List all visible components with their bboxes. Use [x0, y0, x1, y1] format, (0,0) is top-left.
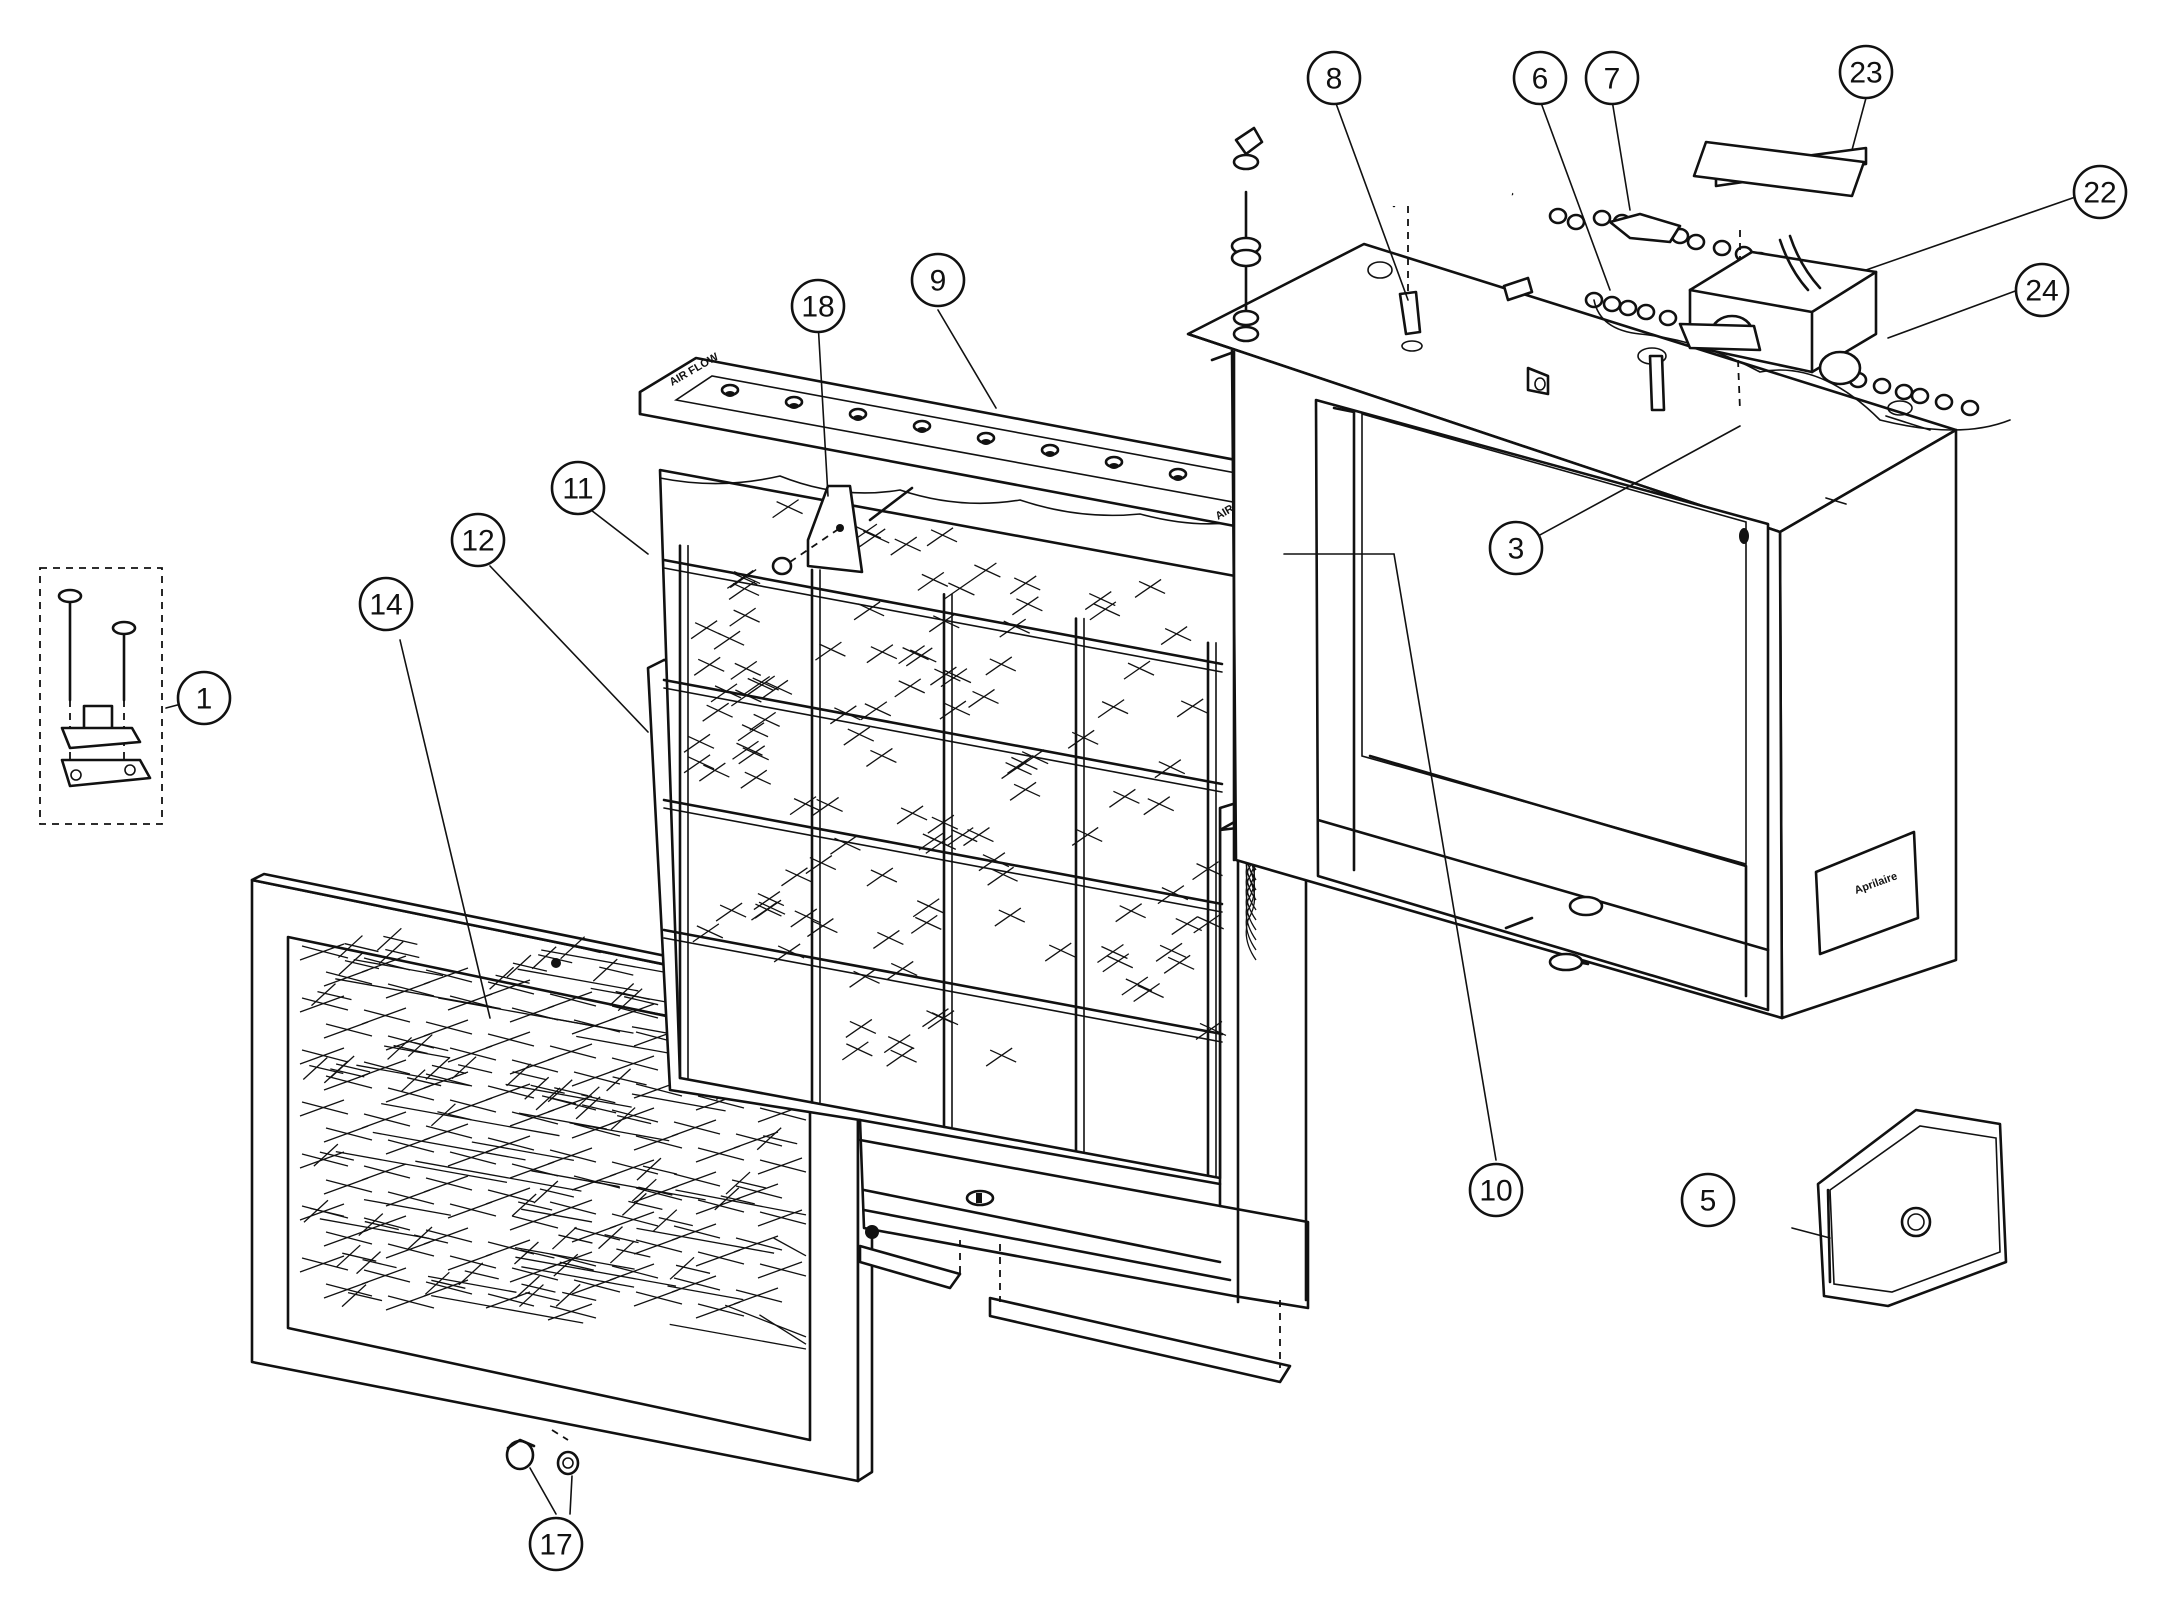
- callout-number: 3: [1508, 533, 1525, 566]
- callout-number: 6: [1532, 63, 1549, 96]
- callout-11: 11: [550, 460, 606, 516]
- callout-22: 22: [2072, 164, 2128, 220]
- panel-knob: [505, 1429, 580, 1476]
- callout-14: 14: [358, 576, 414, 632]
- water-panel-media: [658, 468, 1302, 1180]
- plumbing-fittings: [1391, 140, 2011, 431]
- humidistat: [1816, 1108, 2008, 1308]
- callout-12: 12: [450, 512, 506, 568]
- callout-number: 23: [1849, 57, 1882, 90]
- callout-6: 6: [1512, 50, 1568, 106]
- callout-7: 7: [1584, 50, 1640, 106]
- leader-lines: [165, 97, 2085, 1515]
- saddle-valve-kit: [39, 567, 163, 825]
- callout-number: 11: [562, 473, 593, 506]
- callout-1: 1: [176, 670, 232, 726]
- media-wire-grid: [662, 544, 1224, 1177]
- callout-number: 10: [1479, 1175, 1512, 1208]
- callout-8: 8: [1306, 50, 1362, 106]
- callout-number: 1: [196, 683, 213, 716]
- bottom-rails: [858, 1240, 1292, 1384]
- callout-3: 3: [1488, 520, 1544, 576]
- callout-number: 24: [2025, 275, 2058, 308]
- humidifier-cabinet: Aprilaire: [1186, 126, 2011, 1020]
- callout-17: 17: [528, 1516, 584, 1572]
- callout-number: 8: [1326, 63, 1343, 96]
- threaded-rod: [1230, 126, 1264, 343]
- callout-5: 5: [1680, 1172, 1736, 1228]
- callout-10: 10: [1468, 1162, 1524, 1218]
- callout-number: 14: [369, 589, 402, 622]
- callout-number: 22: [2083, 177, 2116, 210]
- callout-23: 23: [1838, 44, 1894, 100]
- callout-number: 12: [461, 525, 494, 558]
- callout-number: 17: [539, 1529, 572, 1562]
- callout-number: 18: [801, 291, 834, 324]
- grille-mesh: [299, 927, 807, 1350]
- callout-9: 9: [910, 252, 966, 308]
- callout-number: 5: [1700, 1185, 1717, 1218]
- callout-18: 18: [790, 278, 846, 334]
- callout-number: 9: [930, 265, 947, 298]
- callout-labels: 1 3 5 6 7 8 9 10 11 12 14 17 18 22 23 24: [176, 44, 2128, 1572]
- callout-24: 24: [2014, 262, 2070, 318]
- callout-number: 7: [1604, 63, 1621, 96]
